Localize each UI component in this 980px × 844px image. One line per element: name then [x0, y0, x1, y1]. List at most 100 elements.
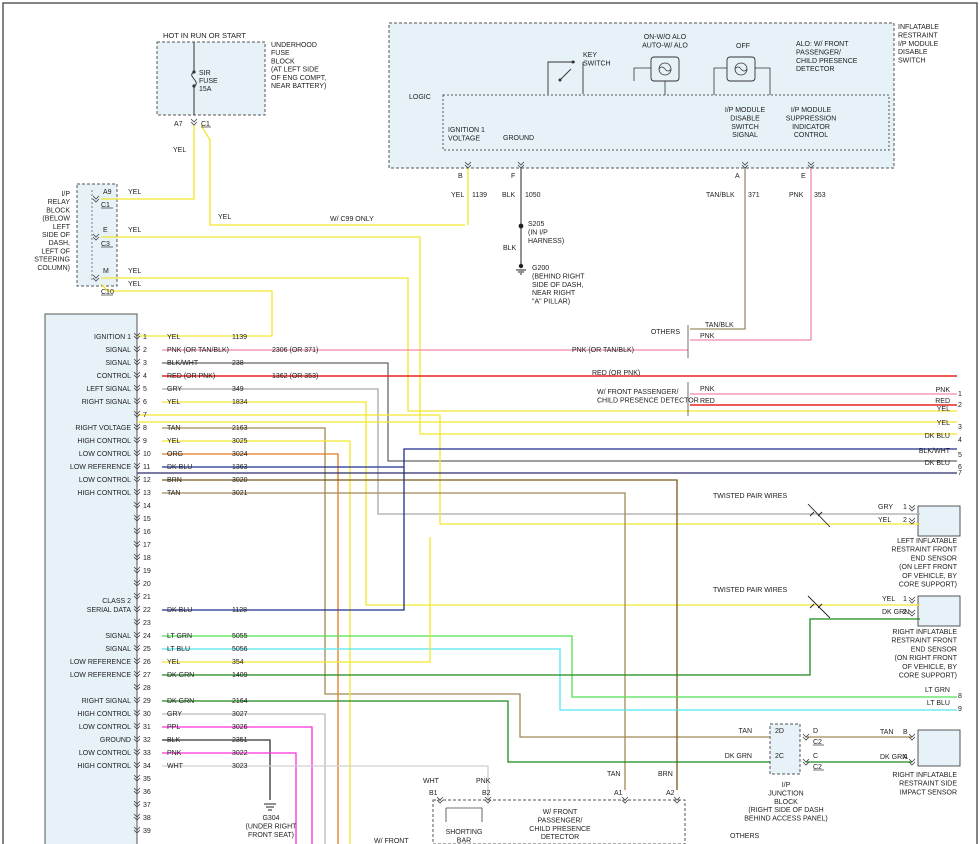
- c99-note: W/ C99 ONLY: [330, 216, 374, 223]
- lamp-filament-icon: [734, 66, 748, 72]
- fuse-supply-label: HOT IN RUN OR START: [163, 31, 246, 40]
- sdm-pin-function: RIGHT VOLTAGE: [75, 425, 131, 432]
- side-sensor-pin-num: B: [903, 729, 908, 736]
- disable-switch-module-box: [388, 22, 895, 169]
- sdm-pin-num: 28: [143, 685, 151, 692]
- relay-pin-color: YEL: [128, 227, 141, 234]
- sdm-pin-num: 14: [143, 503, 151, 510]
- sdm-pin-num: 29: [143, 698, 151, 705]
- lt-wire-num: 9: [958, 706, 962, 713]
- twist-icon: [807, 595, 831, 619]
- sdm-pin-mark: [133, 475, 141, 483]
- key-switch-label: KEY: [583, 52, 597, 59]
- wires: [100, 42, 957, 844]
- right-sensor-pin-num: 2: [903, 609, 907, 616]
- lt-grn-wire-5055: [162, 635, 957, 698]
- module-pin-A: A: [735, 173, 740, 180]
- sdm-pin-num: 12: [143, 477, 151, 484]
- sdm-module-box: [44, 313, 138, 844]
- sdm-pin-num: 11: [143, 464, 150, 471]
- tan-wire-2163: [162, 427, 770, 738]
- yel-wire-e: [101, 236, 957, 435]
- dk-blu-wire-1363: [162, 448, 957, 468]
- module-pin-color: BLK: [502, 192, 516, 199]
- left-sensor-pin-num: 2: [903, 517, 907, 524]
- ground-g304-label: G304: [262, 815, 279, 822]
- on-lamp-label: AUTO-W/ ALO: [642, 42, 688, 49]
- relay-block-description: DASH,: [49, 240, 70, 247]
- relay-connector-C10: C10: [101, 289, 114, 296]
- junction-block-label: (RIGHT SIDE OF DASH: [748, 807, 823, 814]
- sdm-pin-num: 27: [143, 672, 151, 679]
- fuse-name: SIR: [199, 70, 211, 77]
- sdm-pin-num: 25: [143, 646, 151, 653]
- relay-pin-mark: [92, 274, 100, 282]
- sdm-pin-function: HIGH CONTROL: [77, 490, 131, 497]
- sdm-pin-color: YEL: [167, 659, 180, 666]
- twist-icon: [807, 503, 831, 528]
- sdm-pin-circuit: 1128: [232, 607, 247, 614]
- sdm-pin-circuit: 3024: [232, 451, 248, 458]
- bottom-front-passenger-label: DETECTOR: [541, 834, 579, 841]
- right-wire-num: 1: [958, 391, 962, 398]
- side-sensor-label: RESTRAINT SIDE: [899, 781, 957, 788]
- sdm-pin-function: LOW REFERENCE: [70, 464, 131, 471]
- sdm-pin-color: TAN: [167, 490, 180, 497]
- passenger-detector-harness-box: [432, 799, 686, 844]
- sdm-pin-mark: [133, 501, 141, 509]
- bottom-a2-label: A2: [666, 790, 675, 797]
- disable-switch-signal-label: DISABLE: [730, 115, 760, 122]
- sdm-pin-color: PNK (OR TAN/BLK): [167, 347, 229, 354]
- shorting-bar-label: BAR: [457, 837, 471, 844]
- bottom-b1-label: B1: [429, 790, 438, 797]
- sdm-pin-color: DK BLU: [167, 607, 192, 614]
- junction-block-label: BEHIND ACCESS PANEL): [744, 816, 828, 823]
- module-pin-F: F: [511, 173, 515, 180]
- right-sensor-pin-color: YEL: [882, 596, 895, 603]
- sdm-pin-mark: [133, 332, 141, 340]
- sdm-pin-circuit: 349: [232, 386, 244, 393]
- relay-pin-color: YEL: [128, 189, 141, 196]
- alo-note: DETECTOR: [796, 66, 834, 73]
- ground-icon: [264, 803, 276, 811]
- right-sensor-label: RIGHT INFLATABLE: [892, 629, 957, 636]
- suppression-indicator-label: INDICATOR: [792, 124, 830, 131]
- right-wire-num: 7: [958, 470, 962, 477]
- sdm-pin-function: LOW CONTROL: [79, 750, 131, 757]
- logic-label: LOGIC: [409, 94, 431, 101]
- lamp-filament-icon: [658, 66, 672, 72]
- sdm-pin-color: DK BLU: [167, 464, 192, 471]
- side-sensor-pin-color: TAN: [880, 729, 893, 736]
- sdm-pin-num: 10: [143, 451, 151, 458]
- junction-block-label: JUNCTION: [768, 790, 803, 797]
- sdm-pin-function: IGNITION 1: [94, 334, 131, 341]
- relay-pin-color: YEL: [128, 268, 141, 275]
- twisted-pair-label: TWISTED PAIR WIRES: [713, 493, 787, 500]
- sdm-pin-function: LEFT SIGNAL: [86, 386, 131, 393]
- yel-wire-354: [162, 537, 431, 663]
- relay-block-box: [76, 183, 118, 287]
- sdm-pin-color: YEL: [167, 438, 180, 445]
- module-title: DISABLE: [898, 49, 928, 56]
- sdm-pin-num: 18: [143, 555, 151, 562]
- key-switch-icon: [547, 61, 584, 94]
- sdm-pin-num: 39: [143, 828, 151, 835]
- key-switch-label: SWITCH: [583, 60, 611, 67]
- sdm-pin-function: LOW CONTROL: [79, 451, 131, 458]
- sdm-pin-function: HIGH CONTROL: [77, 763, 131, 770]
- sdm-pin-mark: [133, 449, 141, 457]
- yel-wire-3025: [162, 440, 351, 844]
- left-sensor-label: CORE SUPPORT): [899, 582, 957, 589]
- sdm-pin-function: RIGHT SIGNAL: [82, 399, 131, 406]
- side-sensor-pin-color: DK GRN: [880, 754, 907, 761]
- fuse-icon: [191, 71, 197, 87]
- sdm-pin-num: 24: [143, 633, 151, 640]
- relay-connector-C3: C3: [101, 241, 110, 248]
- sdm-pin-num: 37: [143, 802, 151, 809]
- gry-wire-3027: [162, 713, 326, 844]
- suppression-indicator-label: CONTROL: [794, 132, 828, 139]
- sdm-pin-num: 17: [143, 542, 151, 549]
- sdm-pin-circuit: 2164: [232, 698, 248, 705]
- yel-wire-c10: [100, 283, 273, 337]
- right-sensor-label: RESTRAINT FRONT: [891, 638, 957, 645]
